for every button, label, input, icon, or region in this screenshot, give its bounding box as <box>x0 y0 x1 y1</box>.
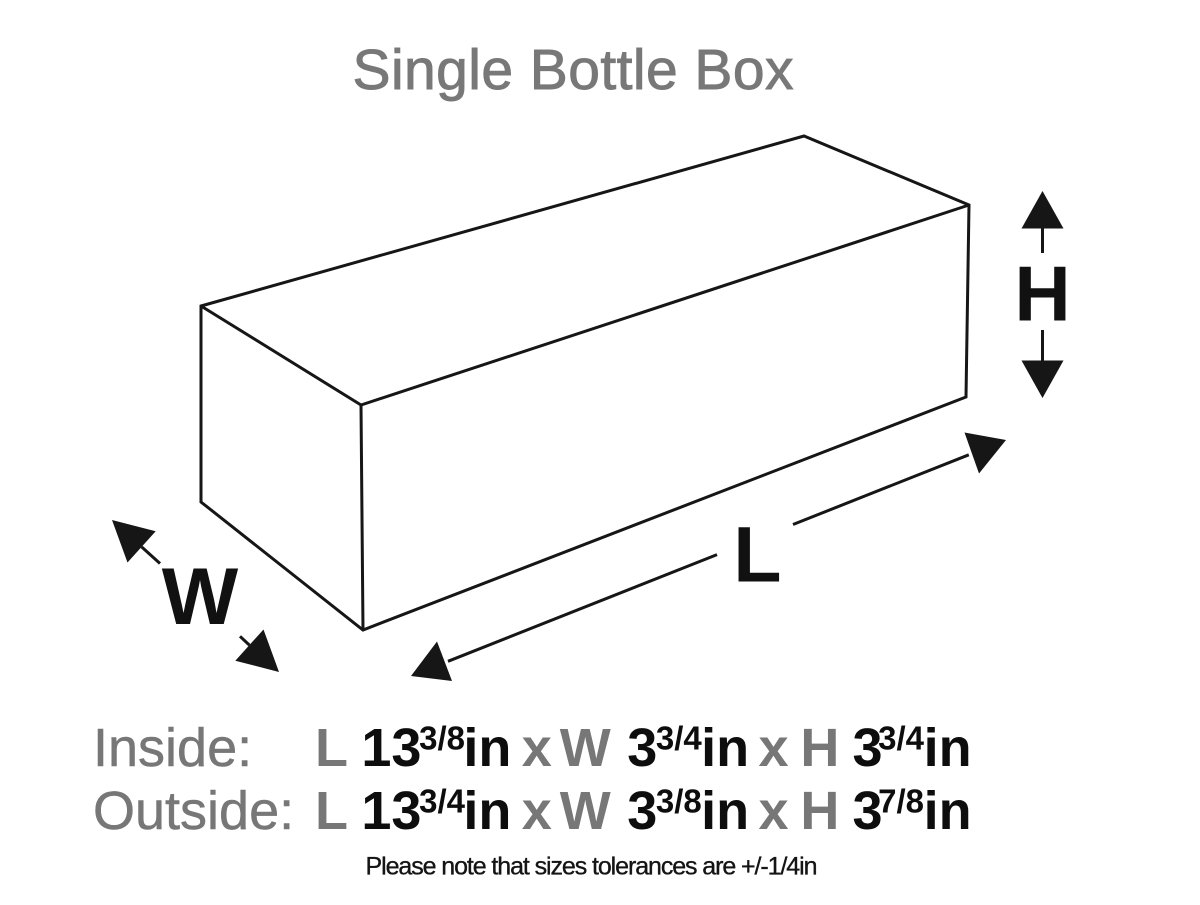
svg-text:W: W <box>162 552 239 642</box>
svg-text:3: 3 <box>627 718 657 778</box>
svg-text:in: in <box>701 781 749 841</box>
svg-text:in: in <box>463 781 511 841</box>
svg-text:3/4: 3/4 <box>656 720 703 757</box>
svg-text:Inside:: Inside: <box>93 718 252 778</box>
svg-text:W: W <box>560 781 611 841</box>
svg-text:H: H <box>1014 250 1070 338</box>
svg-text:x: x <box>759 718 789 778</box>
svg-text:in: in <box>701 718 749 778</box>
svg-text:3/8: 3/8 <box>656 782 702 819</box>
svg-text:x: x <box>522 781 552 841</box>
svg-text:W: W <box>560 718 611 778</box>
svg-text:x: x <box>759 781 789 841</box>
svg-text:in: in <box>924 781 972 841</box>
svg-text:Please note that sizes toleran: Please note that sizes tolerances are +/… <box>366 853 818 881</box>
svg-text:3: 3 <box>853 781 883 841</box>
svg-text:L: L <box>315 718 348 778</box>
svg-text:3: 3 <box>853 718 883 778</box>
svg-text:L: L <box>733 509 781 598</box>
svg-text:3/4: 3/4 <box>878 720 925 757</box>
svg-text:Single Bottle Box: Single Bottle Box <box>353 38 794 102</box>
svg-text:H: H <box>800 718 839 778</box>
svg-text:x: x <box>522 718 552 778</box>
svg-text:H: H <box>800 781 839 841</box>
svg-text:L: L <box>315 781 348 841</box>
svg-text:3: 3 <box>627 781 657 841</box>
svg-text:7/8: 7/8 <box>878 782 924 819</box>
svg-text:in: in <box>463 718 511 778</box>
svg-text:in: in <box>924 718 972 778</box>
svg-text:3/8: 3/8 <box>419 720 465 757</box>
svg-text:Outside:: Outside: <box>93 781 294 841</box>
svg-text:13: 13 <box>361 718 421 778</box>
svg-text:3/4: 3/4 <box>419 782 466 819</box>
svg-text:13: 13 <box>361 781 421 841</box>
